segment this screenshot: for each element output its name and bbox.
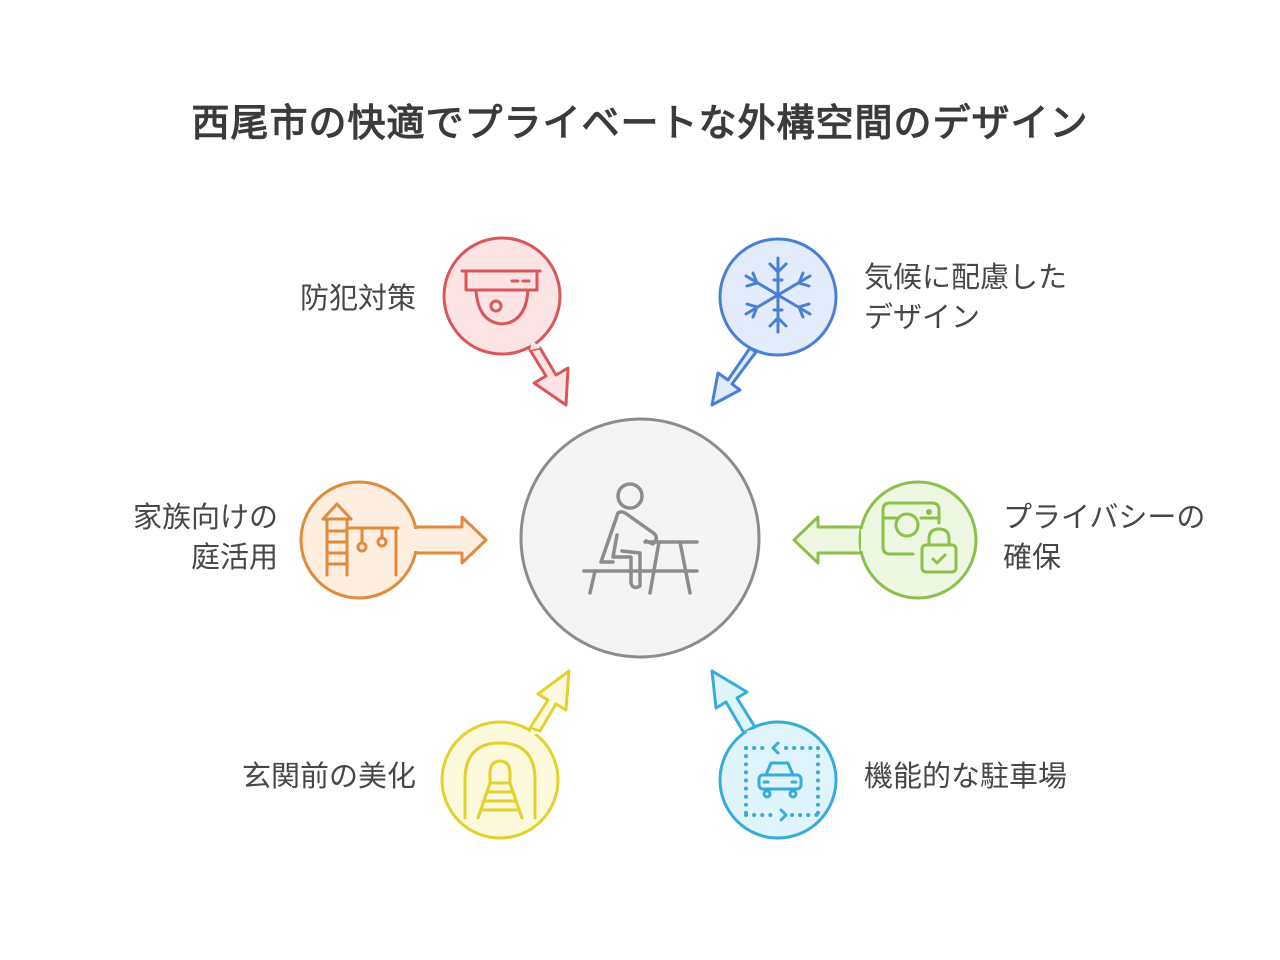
node-parking xyxy=(710,669,838,840)
node-privacy xyxy=(792,480,978,600)
label-parking: 機能的な駐車場 xyxy=(864,756,1144,796)
security-camera-icon xyxy=(460,269,542,326)
snowflake-icon xyxy=(744,256,812,334)
node-climate xyxy=(710,237,838,407)
label-line: 防犯対策 xyxy=(299,281,416,315)
label-climate: 気候に配慮した デザイン xyxy=(864,257,1144,337)
playground-icon xyxy=(321,502,400,577)
tunnel-path-icon xyxy=(463,741,537,820)
node-entrance xyxy=(440,669,571,840)
diagram-title: 西尾市の快適でプライベートな外構空間のデザイン xyxy=(191,101,1089,145)
label-line: 機能的な駐車場 xyxy=(864,759,1068,793)
car-parking-icon xyxy=(744,741,820,822)
label-privacy: プライバシーの 確保 xyxy=(1003,497,1263,577)
person-at-picnic-table-icon xyxy=(582,482,699,595)
camera-lock-icon xyxy=(881,501,958,574)
label-entrance: 玄関前の美化 xyxy=(150,756,416,796)
label-line: 庭活用 xyxy=(190,540,278,574)
label-line: 家族向けの xyxy=(132,500,278,534)
label-line: プライバシーの xyxy=(1003,500,1206,534)
label-family-garden: 家族向けの 庭活用 xyxy=(60,497,278,577)
label-security: 防犯対策 xyxy=(230,278,416,318)
label-line: 気候に配慮した xyxy=(864,260,1068,294)
label-line: 確保 xyxy=(1003,540,1062,574)
node-security xyxy=(442,236,570,407)
center-node xyxy=(519,417,761,659)
label-line: 玄関前の美化 xyxy=(241,759,416,793)
label-line: デザイン xyxy=(864,300,981,334)
node-family-garden xyxy=(299,480,488,600)
